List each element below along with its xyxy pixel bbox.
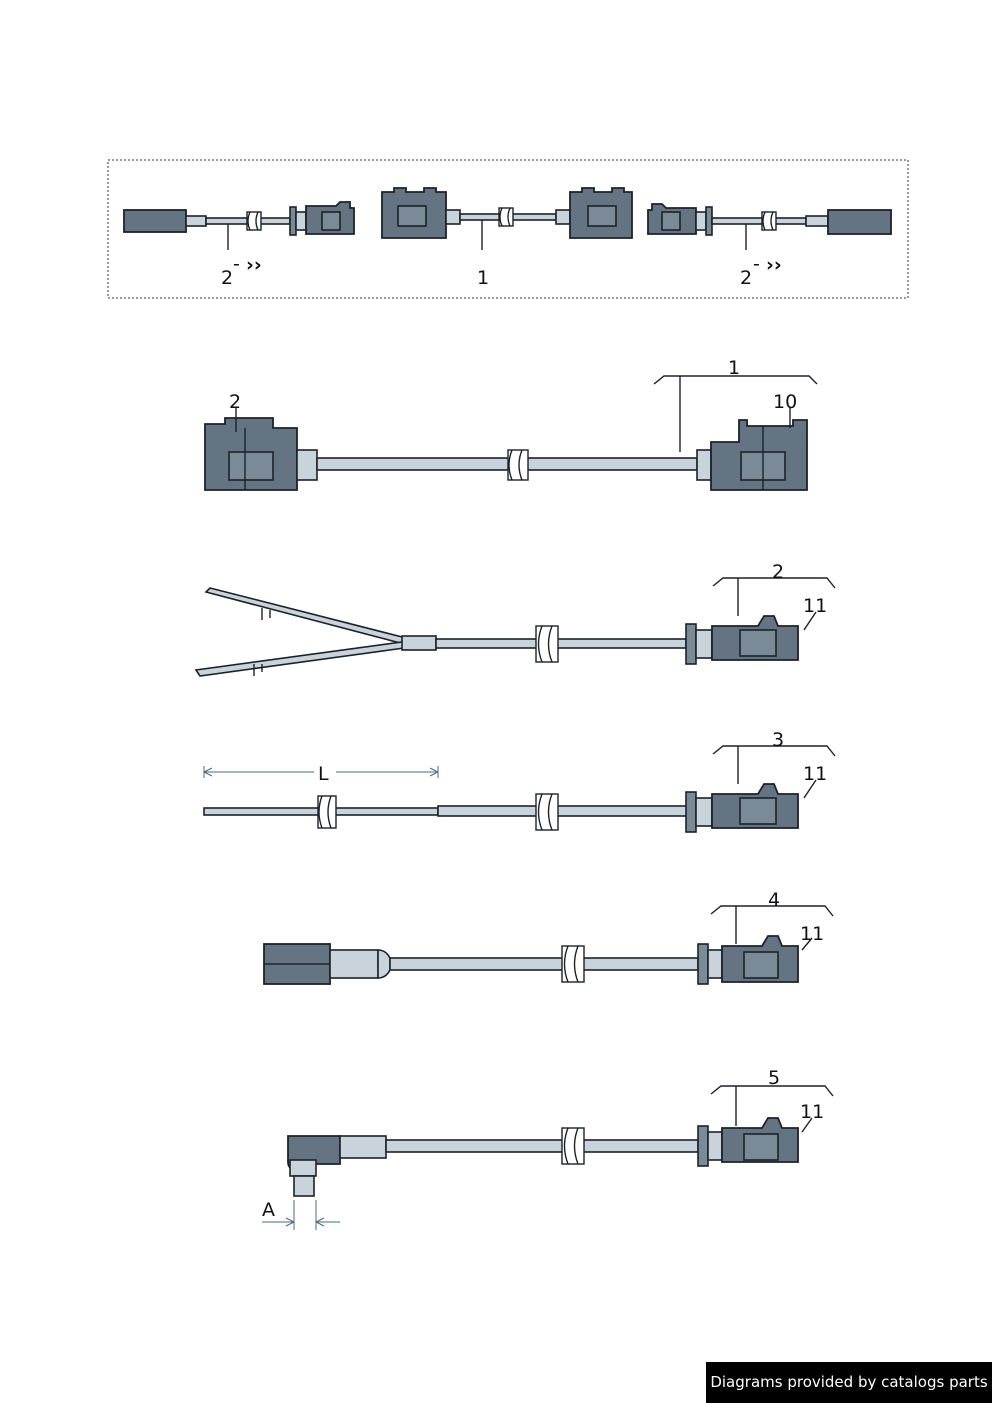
overview-right-dash: -: [753, 253, 760, 275]
item-2-label: 2: [772, 561, 784, 583]
overview-right-label: 2: [740, 267, 752, 289]
item-1-cable: 1 2 10: [204, 357, 818, 491]
item-4-cable: 4 11: [263, 889, 834, 985]
overview-panel: 2 - ›› 1 2 - ››: [107, 159, 909, 299]
item-5-connector-label: 11: [800, 1101, 824, 1123]
overview-center-cable: [381, 187, 633, 250]
item-3-cable: L 3 11: [203, 729, 836, 833]
overview-center-label: 1: [477, 267, 489, 289]
item-2-connector-label: 11: [803, 595, 827, 617]
item-3-connector-label: 11: [803, 763, 827, 785]
item-5-label: 5: [768, 1067, 780, 1089]
footer-credit: Diagrams provided by catalogs parts: [706, 1362, 992, 1403]
item-3-label: 3: [772, 729, 784, 751]
item-1-label: 1: [728, 357, 740, 379]
overview-right-chevron-icon: ››: [766, 254, 782, 276]
item-4-label: 4: [768, 889, 780, 911]
item-1-right-connector-label: 10: [773, 391, 797, 413]
overview-left-dash: -: [233, 253, 240, 275]
overview-left-assembly: [123, 201, 355, 250]
item-5-cable: A 5 11: [262, 1067, 834, 1230]
overview-left-chevron-icon: ››: [246, 254, 262, 276]
item-5-dimension-label: A: [262, 1199, 275, 1221]
item-3-length-label: L: [318, 763, 329, 785]
item-1-left-connector-label: 2: [229, 391, 241, 413]
item-2-cable: 2 11: [194, 561, 836, 677]
overview-left-label: 2: [221, 267, 233, 289]
item-4-connector-label: 11: [800, 923, 824, 945]
overview-right-assembly: [647, 203, 892, 250]
